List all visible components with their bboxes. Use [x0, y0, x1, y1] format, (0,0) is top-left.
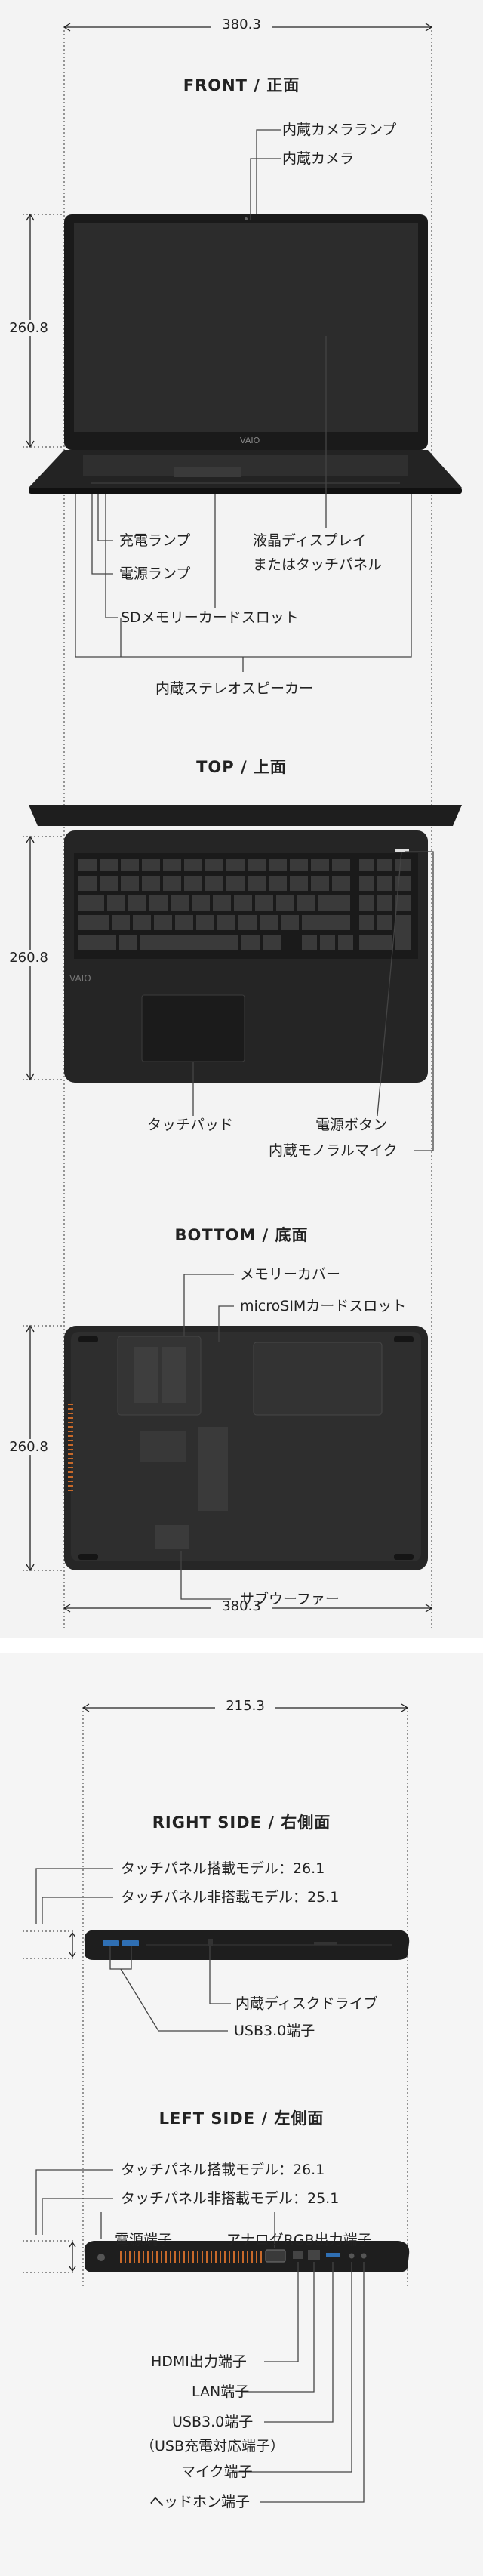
height-dimension-top: 260.8	[6, 950, 51, 966]
touchpad-label: タッチパッド	[147, 1117, 234, 1133]
speaker-label: 内蔵ステレオスピーカー	[155, 680, 314, 697]
right-usb-label: USB3.0端子	[234, 2023, 315, 2039]
svg-text:VAIO: VAIO	[240, 436, 260, 445]
sd-slot-label: SDメモリーカードスロット	[121, 609, 299, 626]
display-label-2: またはタッチパネル	[253, 556, 383, 573]
depth-dimension: 215.3	[215, 1698, 275, 1714]
power-lamp-label: 電源ランプ	[119, 565, 191, 582]
front-title: FRONT / 正面	[183, 76, 300, 94]
front-laptop-illustration: VAIO	[23, 213, 462, 494]
power-button-label: 電源ボタン	[315, 1117, 388, 1133]
left-title: LEFT SIDE / 左側面	[158, 2109, 325, 2128]
width-dimension-bottom: 380.3	[211, 1598, 272, 1614]
display-label-1: 液晶ディスプレイ	[253, 532, 367, 549]
memory-cover-label: メモリーカバー	[240, 1266, 341, 1283]
height-dimension-bottom: 260.8	[6, 1439, 51, 1455]
headphone-jack-label: ヘッドホン端子	[149, 2494, 251, 2510]
usb-charge-note: （USB充電対応端子）	[140, 2438, 285, 2454]
mic-label: 内蔵モノラルマイク	[269, 1142, 398, 1159]
mic-jack-label: マイク端子	[181, 2464, 253, 2480]
camera-lamp-label: 内蔵カメラランプ	[282, 122, 397, 138]
bottom-laptop-illustration	[23, 1324, 428, 1572]
lan-port-label: LAN端子	[192, 2383, 250, 2400]
power-port-label: 電源端子	[115, 2232, 173, 2248]
svg-text:VAIO: VAIO	[69, 973, 91, 984]
top-title: TOP / 上面	[196, 758, 287, 776]
bottom-leader-lines	[180, 1274, 234, 1600]
subwoofer-label: サブウーファー	[240, 1591, 340, 1607]
left-nontouch-model-thickness: タッチパネル非搭載モデル：25.1	[121, 2190, 340, 2207]
camera-label: 内蔵カメラ	[282, 150, 355, 167]
width-dimension-top: 380.3	[211, 17, 272, 32]
hdmi-port-label: HDMI出力端子	[151, 2353, 247, 2370]
right-nontouch-model-thickness: タッチパネル非搭載モデル：25.1	[121, 1889, 340, 1906]
top-laptop-illustration: VAIO	[23, 805, 462, 1083]
front-leader-lines	[75, 129, 412, 672]
right-title: RIGHT SIDE / 右側面	[152, 1813, 331, 1832]
disc-drive-label: 内蔵ディスクドライブ	[235, 1995, 378, 2012]
microsim-label: microSIMカードスロット	[240, 1298, 407, 1314]
charge-lamp-label: 充電ランプ	[119, 532, 191, 549]
side-views-band	[0, 1653, 483, 2576]
rgb-port-label: アナログRGB出力端子	[226, 2232, 372, 2248]
usb-port-label: USB3.0端子	[172, 2414, 254, 2430]
height-dimension-front: 260.8	[6, 320, 51, 336]
right-touch-model-thickness: タッチパネル搭載モデル：26.1	[121, 1860, 325, 1877]
left-touch-model-thickness: タッチパネル搭載モデル：26.1	[121, 2162, 325, 2178]
top-leader-lines	[192, 851, 434, 1151]
bottom-title: BOTTOM / 底面	[174, 1226, 309, 1244]
